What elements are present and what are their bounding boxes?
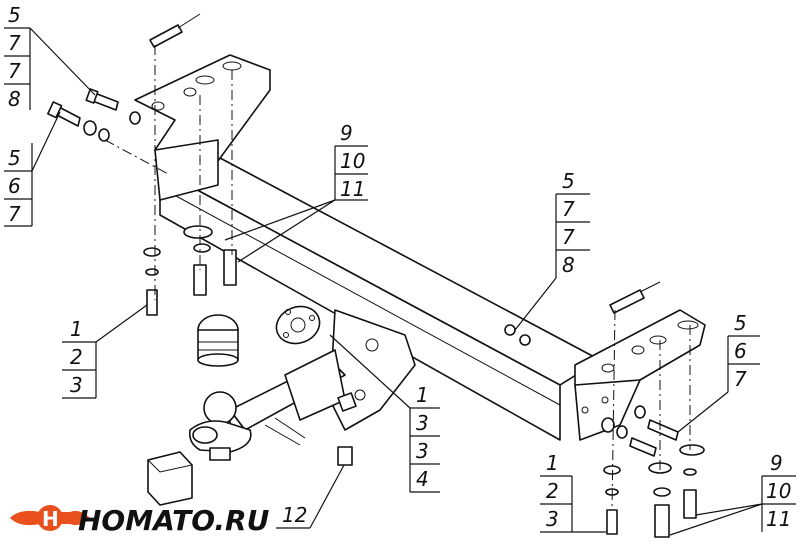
callout-label: 2 <box>546 479 559 503</box>
callout-label: 6 <box>734 339 747 363</box>
callout-label: 1 <box>416 383 429 407</box>
callout-label: 7 <box>8 202 21 226</box>
callout-label: 4 <box>416 467 429 491</box>
callout-left-bottom: 1 2 3 <box>62 304 148 399</box>
callout-center-top: 9 10 11 <box>224 121 368 263</box>
crossbar-beam <box>159 149 601 441</box>
callout-label: 1 <box>70 317 83 341</box>
callout-bottom-right-a: 1 2 3 <box>540 451 606 533</box>
callout-label: 7 <box>734 367 747 391</box>
callout-bottom: 12 <box>276 464 345 529</box>
callout-label: 5 <box>734 311 747 335</box>
callout-label: 9 <box>340 121 353 145</box>
tow-ball <box>188 391 252 461</box>
callout-label: 7 <box>562 225 575 249</box>
right-bracket <box>574 309 706 441</box>
callout-label: 10 <box>766 479 791 503</box>
callout-label: 5 <box>562 169 575 193</box>
fasteners <box>47 13 705 538</box>
logo-text: HOMATO.RU <box>78 504 270 537</box>
callout-label: 11 <box>766 507 791 531</box>
callout-top-left-b: 5 6 7 <box>4 111 61 227</box>
callout-label: 6 <box>8 174 21 198</box>
callout-label: 3 <box>416 439 429 463</box>
socket-plate <box>275 305 321 345</box>
callout-label: 11 <box>340 177 365 201</box>
callout-label: 2 <box>70 345 83 369</box>
left-bracket <box>134 54 271 201</box>
callout-label: 7 <box>8 31 21 55</box>
callout-label: 3 <box>416 411 429 435</box>
callout-label: 5 <box>8 3 21 27</box>
callout-label: 1 <box>546 451 559 475</box>
callout-right: 5 6 7 <box>677 311 760 433</box>
callout-label: 8 <box>562 253 575 277</box>
ball-cover <box>197 314 239 367</box>
callout-center-right: 5 7 7 8 <box>514 169 590 331</box>
callout-label: 7 <box>8 59 21 83</box>
callout-label: 10 <box>340 149 365 173</box>
receiver-plug <box>147 451 193 506</box>
towbar-logo-icon: H <box>10 505 90 531</box>
svg-text:H: H <box>42 507 59 531</box>
callout-label: 3 <box>546 507 559 531</box>
callout-label: 8 <box>8 87 21 111</box>
centerlines <box>104 45 691 511</box>
brand-logo: H HOMATO.RU <box>10 504 270 537</box>
callout-center-bottom: 1 3 3 4 <box>329 334 440 493</box>
callout-label: 3 <box>70 373 83 397</box>
callout-label: 5 <box>8 146 21 170</box>
callout-label: 7 <box>562 197 575 221</box>
callout-bottom-right-b: 9 10 11 <box>669 451 796 536</box>
callout-top-left-a: 5 7 7 8 <box>4 3 96 111</box>
callout-label: 9 <box>770 451 783 475</box>
callout-label: 12 <box>282 503 307 527</box>
